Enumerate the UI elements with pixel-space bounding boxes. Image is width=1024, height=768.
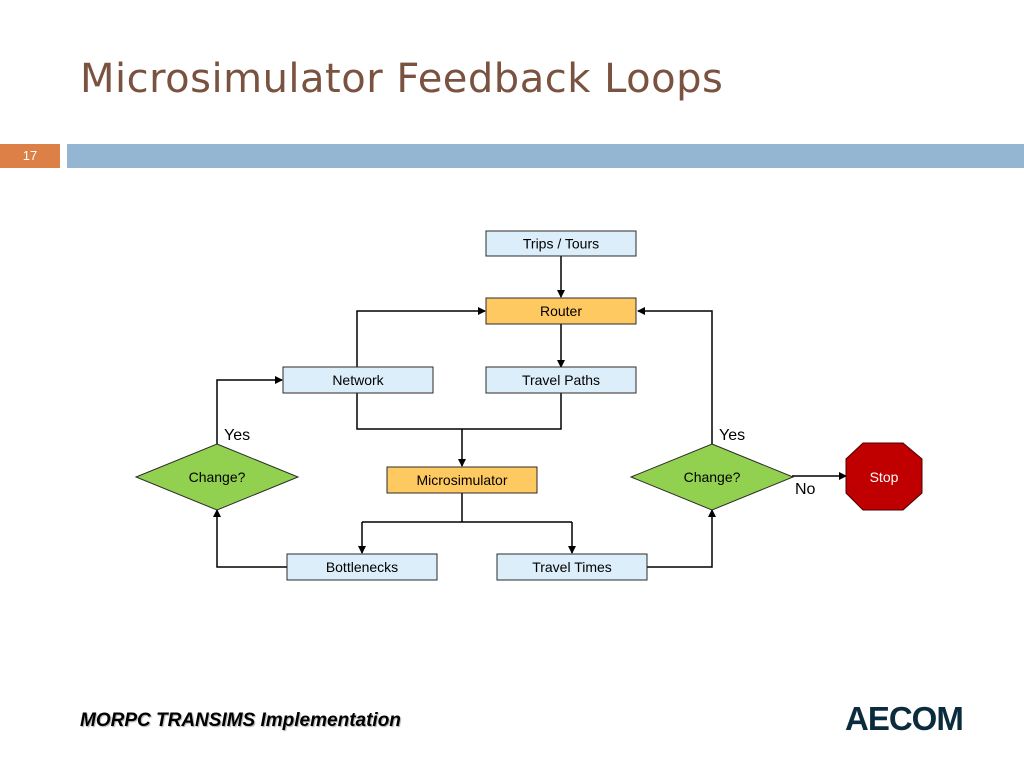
stop-octagon: Stop: [845, 442, 923, 511]
edge-label-yes-right: Yes: [719, 427, 745, 444]
connector-microsimulator-split: [362, 493, 572, 523]
node-label: Network: [332, 372, 384, 388]
node-travel-paths: Travel Paths: [485, 366, 637, 394]
node-network: Network: [282, 366, 434, 394]
arrow-change-right-yes-to-router: [637, 307, 713, 444]
arrow-network-to-router: [356, 307, 486, 367]
node-label: Travel Times: [532, 559, 612, 575]
node-microsimulator: Microsimulator: [386, 466, 538, 494]
edge-label-yes-left: Yes: [224, 427, 250, 444]
arrow-bottlenecks-to-change-left: [213, 509, 287, 568]
arrow-travel-times-to-change-right: [647, 509, 716, 568]
footer-text: MORPC TRANSIMS Implementation: [80, 710, 401, 731]
connector-network-to-merge: [356, 393, 462, 430]
slide-number: 17: [0, 144, 60, 168]
header-bar: [67, 144, 1024, 168]
arrow-change-left-yes-to-network: [216, 376, 283, 444]
slide-title: Microsimulator Feedback Loops: [80, 56, 724, 102]
connectors: [213, 256, 847, 568]
node-trips-tours: Trips / Tours: [485, 230, 637, 257]
connector-travel-paths-to-merge: [462, 393, 562, 430]
node-bottlenecks: Bottlenecks: [286, 553, 438, 581]
aecom-logo: AECOM: [845, 700, 964, 737]
decision-label: Change?: [684, 469, 741, 485]
decision-change-right: Change?: [629, 443, 795, 511]
node-label: Travel Paths: [522, 372, 600, 388]
node-label: Router: [540, 303, 582, 319]
decision-label: Change?: [189, 469, 246, 485]
node-label: Microsimulator: [416, 472, 507, 488]
node-label: Bottlenecks: [326, 559, 398, 575]
stop-label: Stop: [870, 469, 899, 485]
edge-label-no: No: [795, 481, 816, 498]
node-travel-times: Travel Times: [496, 553, 648, 581]
decision-change-left: Change?: [134, 443, 300, 511]
node-router: Router: [485, 297, 637, 325]
node-label: Trips / Tours: [523, 236, 599, 252]
